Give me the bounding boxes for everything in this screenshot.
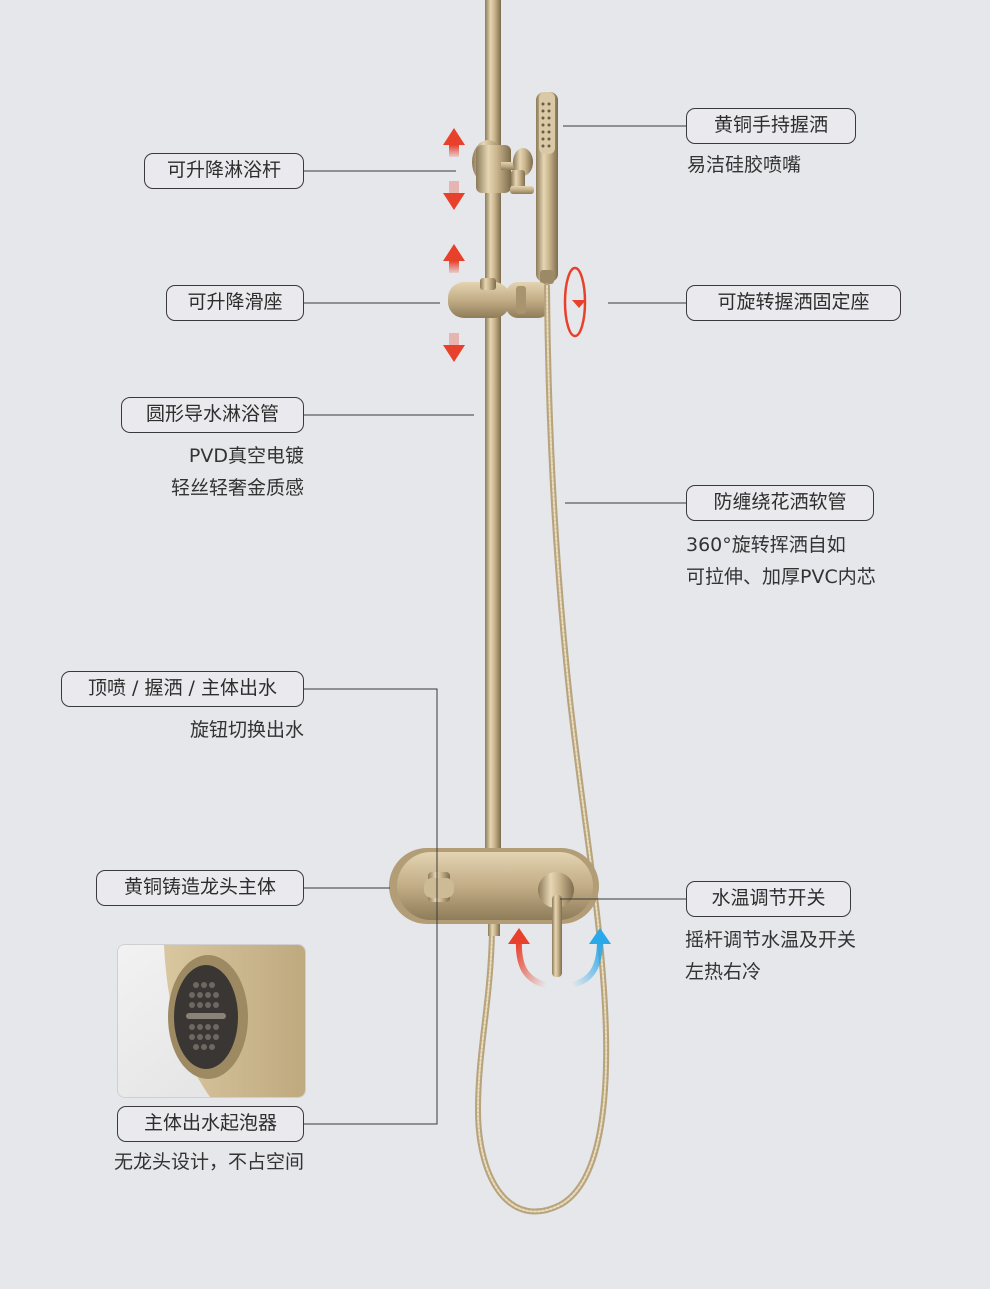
desc-diverter-1: 旋钮切换出水 xyxy=(189,719,304,741)
aerator-photo xyxy=(117,944,306,1098)
rotate-icon xyxy=(563,266,587,338)
tag-diverter: 顶喷 / 握洒 / 主体出水 xyxy=(61,671,304,707)
desc-hose-2: 可拉伸、加厚PVC内芯 xyxy=(686,566,876,588)
desc-hose-1: 360°旋转挥洒自如 xyxy=(686,534,846,556)
handheld-shower xyxy=(536,92,558,284)
tag-temp-switch: 水温调节开关 xyxy=(686,881,851,917)
arrow-down-icon xyxy=(443,333,465,362)
tag-body: 黄铜铸造龙头主体 xyxy=(96,870,304,906)
tag-aerator: 主体出水起泡器 xyxy=(117,1106,304,1142)
desc-round-pipe-1: PVD真空电镀 xyxy=(188,445,304,467)
desc-handheld-1: 易洁硅胶喷嘴 xyxy=(687,154,802,176)
desc-aerator-1: 无龙头设计，不占空间 xyxy=(113,1151,304,1173)
tag-rotating-holder: 可旋转握洒固定座 xyxy=(686,285,901,321)
lower-pipe xyxy=(485,300,501,860)
hot-cold-arrows-icon xyxy=(508,928,611,988)
mixer-body xyxy=(389,848,599,977)
tag-handheld: 黄铜手持握洒 xyxy=(686,108,856,144)
arrow-up-icon xyxy=(443,244,465,273)
arrow-up-icon xyxy=(443,128,465,157)
tag-round-pipe: 圆形导水淋浴管 xyxy=(121,397,304,433)
arrow-down-icon xyxy=(443,181,465,210)
slide-seat xyxy=(448,278,550,318)
desc-round-pipe-2: 轻丝轻奢金质感 xyxy=(170,477,304,499)
tag-slide-seat: 可升降滑座 xyxy=(166,285,304,321)
leader-lines xyxy=(304,125,687,1125)
desc-temp-switch-2: 左热右冷 xyxy=(685,961,762,983)
tag-lift-rod: 可升降淋浴杆 xyxy=(144,153,304,189)
tag-hose: 防缠绕花洒软管 xyxy=(686,485,874,521)
desc-temp-switch-1: 摇杆调节水温及开关 xyxy=(685,929,857,951)
